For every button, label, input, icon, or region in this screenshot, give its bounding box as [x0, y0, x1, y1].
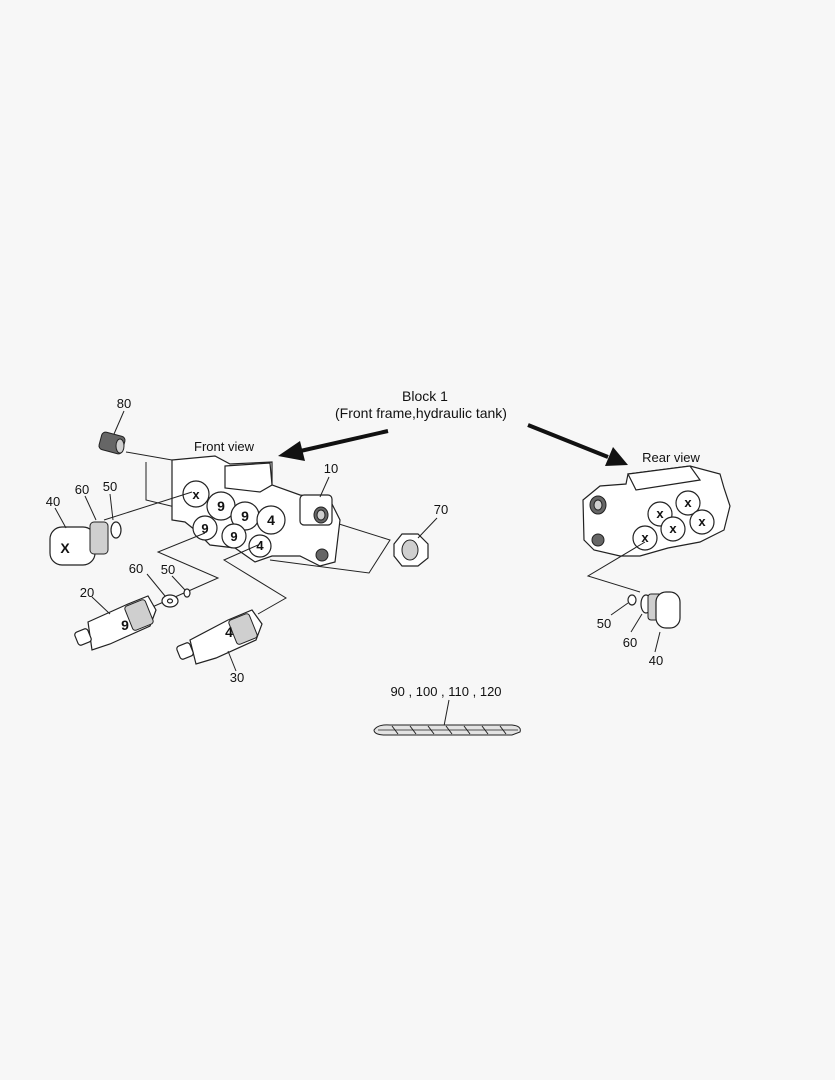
callout-10: 10: [324, 461, 338, 476]
valve-block-front: x 9 9 4 9 9 4: [125, 451, 391, 574]
rear-port-mark-x: x: [698, 514, 706, 529]
rear-port-mark-x: x: [656, 506, 664, 521]
cartridge-20: 9: [74, 595, 157, 651]
plug-40-rear: [586, 541, 681, 653]
port-mark-4: 4: [256, 538, 264, 553]
plug-mark-x: X: [60, 540, 70, 556]
washers-mid: [146, 532, 220, 609]
callout-40-left: 40: [46, 494, 60, 509]
callout-40-rear: 40: [649, 653, 663, 668]
callout-30: 30: [230, 670, 244, 685]
valve-block-rear: x x x x x: [582, 465, 731, 557]
rear-port-mark-x: x: [641, 530, 649, 545]
cartridge-30: 4: [176, 544, 287, 672]
callout-50-rear: 50: [597, 616, 611, 631]
callout-50-left: 50: [103, 479, 117, 494]
callout-20: 20: [80, 585, 94, 600]
rear-view-label: Rear view: [642, 450, 700, 465]
fitting-80: [98, 410, 126, 455]
title-line-1: Block 1: [402, 388, 448, 404]
port-mark-9: 9: [230, 529, 237, 544]
fitting-70: [393, 517, 438, 567]
arrow-to-rear-view: [527, 423, 628, 466]
callout-80: 80: [117, 396, 131, 411]
arrow-to-front-view: [278, 429, 389, 461]
port-mark-4: 4: [267, 512, 275, 528]
callout-60-mid: 60: [129, 561, 143, 576]
title-line-2: (Front frame,hydraulic tank): [335, 405, 507, 421]
cartridge-mark-4: 4: [225, 624, 233, 640]
tie-strap: [373, 724, 521, 736]
rear-port-mark-x: x: [684, 495, 692, 510]
callout-50-mid: 50: [161, 562, 175, 577]
callout-60-rear: 60: [623, 635, 637, 650]
port-mark-9: 9: [201, 521, 208, 536]
port-mark-x: x: [192, 487, 200, 502]
cartridge-mark-9: 9: [121, 617, 129, 633]
plug-40-left: X: [49, 491, 193, 566]
callout-90-100-110-120: 90 , 100 , 110 , 120: [390, 684, 501, 699]
callout-60-left: 60: [75, 482, 89, 497]
port-mark-9: 9: [241, 508, 249, 524]
front-view-label: Front view: [194, 439, 255, 454]
port-mark-9: 9: [217, 498, 225, 514]
callout-70: 70: [434, 502, 448, 517]
rear-port-mark-x: x: [669, 521, 677, 536]
